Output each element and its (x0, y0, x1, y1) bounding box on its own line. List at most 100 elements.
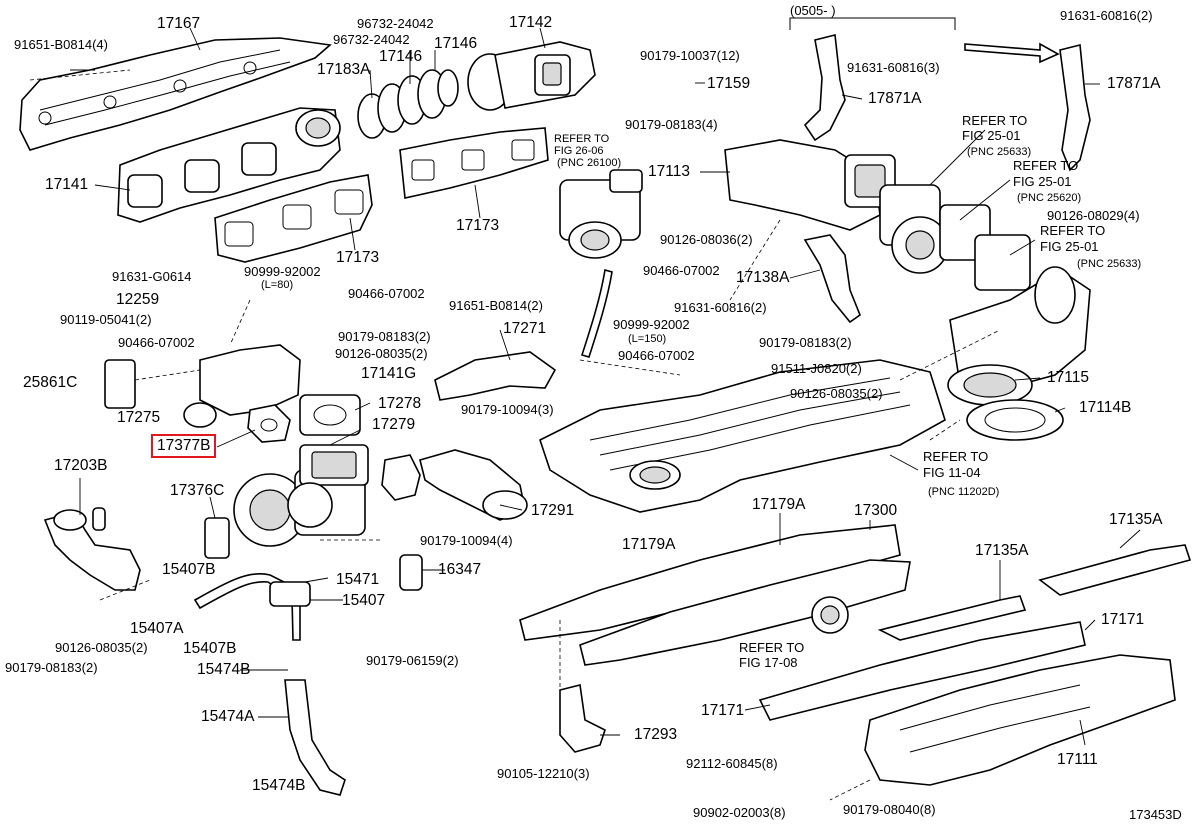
label-fig-25-01-b[interactable]: FIG 25-01 (1013, 174, 1072, 189)
label-90126-08035-2-c[interactable]: 90126-08035(2) (55, 640, 148, 655)
label-91631-60816-2-mid[interactable]: 91631-60816(2) (674, 300, 767, 315)
label-96732-24042-a[interactable]: 96732-24042 (357, 16, 434, 31)
label-17279[interactable]: 17279 (372, 416, 416, 433)
manifold-heat-shield-17167 (19, 37, 332, 151)
label-fig-17-08[interactable]: FIG 17-08 (739, 655, 798, 670)
label-90126-08036-2[interactable]: 90126-08036(2) (660, 232, 753, 247)
label-17300[interactable]: 17300 (854, 502, 898, 519)
label-15407a[interactable]: 15407A (130, 620, 184, 637)
label-fig-25-01-a[interactable]: FIG 25-01 (962, 128, 1021, 143)
label-90126-08029-4[interactable]: 90126-08029(4) (1047, 208, 1140, 223)
label-15471[interactable]: 15471 (336, 571, 380, 588)
label-17167[interactable]: 17167 (157, 15, 201, 32)
gasket-16347 (399, 554, 423, 591)
flange-15407 (269, 581, 311, 607)
label-17115[interactable]: 17115 (1047, 369, 1089, 386)
label-90119-05041-2[interactable]: 90119-05041(2) (60, 312, 152, 327)
label-17173-mid[interactable]: 17173 (456, 217, 500, 234)
label-15407b-lower[interactable]: 15407B (183, 640, 237, 657)
label-90466-07002-b[interactable]: 90466-07002 (643, 263, 720, 278)
label-17114b[interactable]: 17114B (1079, 399, 1132, 416)
label-16347[interactable]: 16347 (438, 561, 482, 578)
label-91631-g0614[interactable]: 91631-G0614 (112, 269, 192, 284)
label-90179-10094-4[interactable]: 90179-10094(4) (420, 533, 513, 548)
label-15407b-upper[interactable]: 15407B (162, 561, 216, 578)
label-pnc-11202d: (PNC 11202D) (928, 486, 1000, 498)
label-90179-06159-2[interactable]: 90179-06159(2) (366, 653, 459, 668)
assembly-dash-lines (29, 69, 1001, 801)
label-90179-08040-8[interactable]: 90179-08040(8) (843, 802, 936, 817)
label-90902-02003-8[interactable]: 90902-02003(8) (693, 805, 786, 820)
label-25861c[interactable]: 25861C (23, 374, 78, 391)
label-90105-12210-3[interactable]: 90105-12210(3) (497, 766, 590, 781)
label-17135a-mid[interactable]: 17135A (975, 542, 1029, 559)
label-17159[interactable]: 17159 (707, 75, 751, 92)
label-17142[interactable]: 17142 (509, 14, 553, 31)
label-17376c[interactable]: 17376C (170, 482, 225, 499)
label-90999-92002-b[interactable]: 90999-92002 (613, 317, 690, 332)
label-92112-60845-8[interactable]: 92112-60845(8) (686, 756, 778, 771)
bracket-17871a-left (803, 34, 846, 142)
exhaust-pipe-17142 (467, 41, 596, 111)
label-91651-b0814-4[interactable]: 91651-B0814(4) (14, 37, 108, 52)
label-91631-60816-2-top[interactable]: 91631-60816(2) (1060, 8, 1153, 23)
label-17179a-b[interactable]: 17179A (622, 536, 676, 553)
label-91631-60816-3[interactable]: 91631-60816(3) (847, 60, 940, 75)
label-90179-08183-2-a[interactable]: 90179-08183(2) (338, 329, 431, 344)
label-17203b[interactable]: 17203B (54, 457, 108, 474)
label-17293[interactable]: 17293 (634, 726, 678, 743)
label-17111[interactable]: 17111 (1057, 751, 1098, 768)
label-17141[interactable]: 17141 (45, 176, 89, 193)
label-15474b-upper[interactable]: 15474B (197, 661, 251, 678)
label-17171-upper[interactable]: 17171 (1101, 611, 1145, 628)
gasket-17377b (247, 404, 291, 443)
label-17135a-right[interactable]: 17135A (1109, 511, 1163, 528)
label-17171-lower[interactable]: 17171 (701, 702, 745, 719)
label-15474a[interactable]: 15474A (201, 708, 255, 725)
label-17146-b[interactable]: 17146 (379, 48, 423, 65)
label-12259[interactable]: 12259 (116, 291, 160, 308)
label-90126-08035-2-a[interactable]: 90126-08035(2) (335, 346, 428, 361)
label-17179a-a[interactable]: 17179A (752, 496, 806, 513)
label-15407[interactable]: 15407 (342, 592, 386, 609)
label-refer-to-fig-25-01-c: REFER TO (1040, 223, 1106, 238)
label-17871a-right[interactable]: 17871A (1107, 75, 1161, 92)
label-17183a[interactable]: 17183A (317, 61, 371, 78)
label-90179-08183-4[interactable]: 90179-08183(4) (625, 117, 718, 132)
label-17377b-highlighted[interactable]: 17377B (150, 434, 217, 458)
label-17138a[interactable]: 17138A (736, 269, 790, 286)
egr-valve-assembly (559, 169, 643, 259)
intake-manifold-17111 (864, 654, 1176, 786)
label-15474b-lower[interactable]: 15474B (252, 777, 306, 794)
label-90179-10094-3[interactable]: 90179-10094(3) (461, 402, 554, 417)
label-90179-10037-12[interactable]: 90179-10037(12) (640, 48, 740, 63)
label-pnc-25633-b: (PNC 25633) (1077, 258, 1142, 270)
label-96732-24042-b[interactable]: 96732-24042 (333, 32, 410, 47)
label-refer-to-fig-17-08: REFER TO (739, 640, 805, 655)
label-17141g[interactable]: 17141G (361, 365, 417, 382)
label-17291[interactable]: 17291 (531, 502, 575, 519)
label-17146-a[interactable]: 17146 (434, 35, 478, 52)
label-17271[interactable]: 17271 (503, 320, 547, 337)
label-17871a-left[interactable]: 17871A (868, 90, 922, 107)
label-fig-11-04[interactable]: FIG 11-04 (923, 465, 981, 480)
label-90179-08183-2-b[interactable]: 90179-08183(2) (759, 335, 852, 350)
bracket-17138a (803, 234, 861, 324)
label-90999-92002-a[interactable]: 90999-92002 (244, 264, 321, 279)
label-90466-07002-a[interactable]: 90466-07002 (348, 286, 425, 301)
label-90179-08183-2-c[interactable]: 90179-08183(2) (5, 660, 98, 675)
label-90126-08035-2-b[interactable]: 90126-08035(2) (790, 386, 883, 401)
label-91511-j0820-2[interactable]: 91511-J0820(2) (771, 361, 862, 376)
label-17173-left[interactable]: 17173 (336, 249, 380, 266)
label-17275[interactable]: 17275 (117, 409, 161, 426)
label-fig-25-01-c[interactable]: FIG 25-01 (1040, 239, 1099, 254)
label-90466-07002-d[interactable]: 90466-07002 (618, 348, 695, 363)
label-fig-26-06[interactable]: FIG 26-06 (554, 145, 604, 157)
label-90466-07002-c[interactable]: 90466-07002 (118, 335, 195, 350)
manifold-gasket-17173 (214, 174, 373, 263)
label-17278[interactable]: 17278 (378, 395, 422, 412)
label-production-range: (0505- ) (790, 3, 836, 18)
label-17113[interactable]: 17113 (648, 163, 690, 180)
label-91651-b0814-2[interactable]: 91651-B0814(2) (449, 298, 543, 313)
label-refer-to-fig-11-04: REFER TO (923, 449, 989, 464)
